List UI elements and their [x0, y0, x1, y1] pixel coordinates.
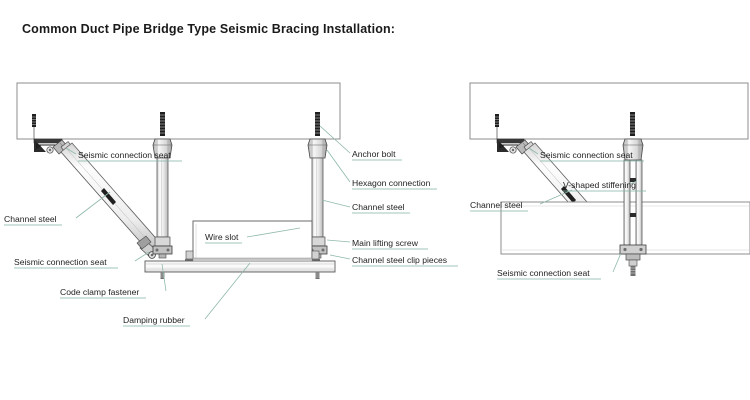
leader-seismic-seat-bottom-left [134, 251, 150, 262]
hexagon-connection-right [622, 138, 644, 161]
label-channel-steel-right: Channel steel [352, 202, 405, 212]
label-v-shaped-stiffening: V-shaped stiffening [563, 180, 636, 190]
channel-steel-crossbar-left [144, 260, 336, 273]
leader-channel-steel-clip [329, 254, 351, 260]
hexagon-connection-2 [307, 138, 328, 159]
labels-left-diagram: Seismic connection seat Channel steel Se… [4, 149, 458, 327]
leader-seismic-seat-top-left [65, 147, 77, 155]
left-diagram [16, 82, 341, 279]
label-channel-steel-right-diagram: Channel steel [470, 200, 523, 210]
labels-right-diagram: Seismic connection seat V-shaped stiffen… [470, 150, 646, 280]
label-channel-steel-left: Channel steel [4, 214, 57, 224]
damping-rubber [192, 257, 313, 262]
v-shaped-stiffening-plates [630, 178, 636, 217]
hexagon-connection-1 [152, 138, 173, 159]
label-seismic-connection-seat-bottom-right: Seismic connection seat [497, 268, 590, 278]
ceiling-slab-right [469, 82, 749, 140]
label-seismic-connection-seat-top-right: Seismic connection seat [540, 150, 633, 160]
label-anchor-bolt: Anchor bolt [352, 149, 396, 159]
leader-damping-rubber [204, 262, 251, 320]
seismic-connection-seat-base-right [619, 244, 647, 276]
label-hexagon-connection: Hexagon connection [352, 178, 431, 188]
leader-hexagon-connection [326, 149, 351, 183]
vertical-hanger-rod-v-stiffening [619, 112, 647, 276]
leader-v-shaped-stiffening [629, 180, 638, 185]
label-damping-rubber: Damping rubber [123, 315, 185, 325]
page-title: Common Duct Pipe Bridge Type Seismic Bra… [22, 22, 396, 36]
channel-steel-clip-1 [152, 236, 173, 259]
right-diagram [469, 82, 750, 276]
leader-channel-steel-right-diagram [539, 189, 573, 205]
leader-lines [65, 125, 638, 320]
label-seismic-connection-seat-bottom-left: Seismic connection seat [14, 257, 107, 267]
label-code-clamp-fastener: Code clamp fastener [60, 287, 139, 297]
leader-seismic-seat-bottom-right [612, 252, 622, 273]
label-main-lifting-screw: Main lifting screw [352, 238, 419, 248]
label-wire-slot: Wire slot [205, 232, 239, 242]
leader-channel-steel-right [321, 199, 351, 208]
leader-anchor-bolt [319, 125, 351, 154]
leader-channel-steel-left [75, 191, 111, 219]
leader-wire-slot [246, 227, 301, 238]
label-seismic-connection-seat-top-left: Seismic connection seat [78, 150, 171, 160]
leader-main-lifting-screw [326, 239, 351, 243]
main-lifting-screw-1 [156, 157, 169, 238]
leader-seismic-seat-top-right [528, 147, 539, 155]
main-lifting-screw-2 [311, 157, 324, 238]
leader-code-clamp-fastener [161, 263, 167, 292]
label-channel-steel-clip-pieces: Channel steel clip pieces [352, 255, 447, 265]
ceiling-slab-left [16, 82, 341, 140]
wire-slot-tray [185, 220, 320, 262]
